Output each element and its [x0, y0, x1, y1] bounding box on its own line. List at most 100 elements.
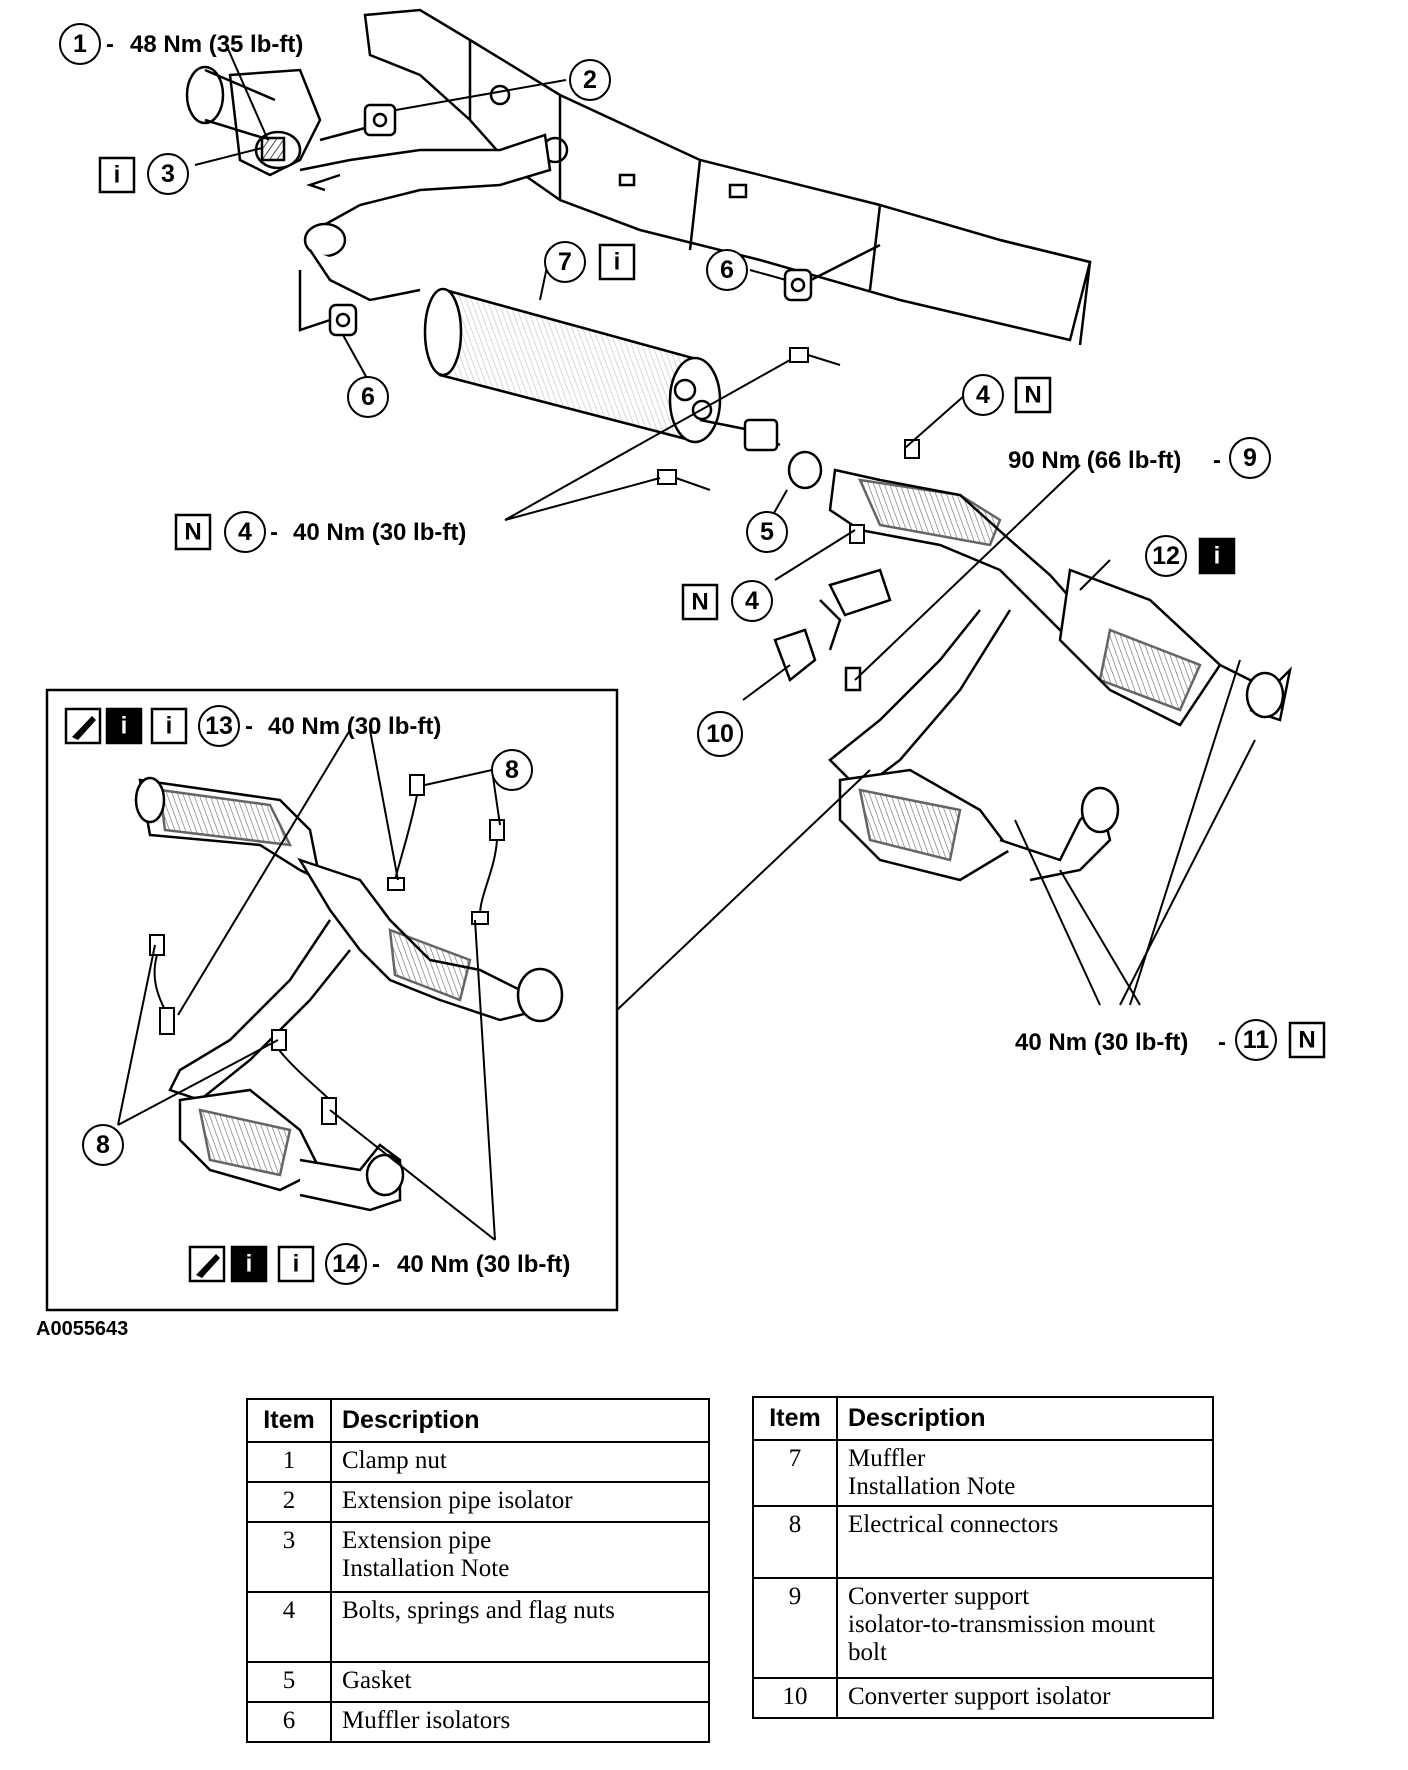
info-icon: i: [246, 1251, 253, 1278]
info-icon: i: [293, 1251, 300, 1278]
item-description: Muffler isolators: [330, 1701, 710, 1743]
item-number: 6: [246, 1701, 332, 1743]
svg-text:2: 2: [583, 66, 597, 94]
callout-3: i 3: [98, 153, 189, 195]
description-line: isolator-to-transmission mount: [848, 1611, 1156, 1638]
svg-text:6: 6: [720, 256, 734, 284]
inset-box: [45, 688, 619, 1312]
description-line: Converter support: [848, 1583, 1030, 1610]
item-description: Bolts, springs and flag nuts: [330, 1591, 710, 1663]
torque-label-11: 40 Nm (30 lb-ft): [1015, 1029, 1188, 1056]
muffler: [423, 287, 781, 447]
item-number: 8: [752, 1505, 838, 1579]
converter-pipe: [743, 418, 1293, 882]
callout-6b: 6: [347, 376, 389, 418]
info-icon: i: [166, 713, 173, 740]
info-icon: i: [1214, 543, 1221, 570]
svg-text:4: 4: [238, 518, 252, 546]
description-line: Bolts, springs and flag nuts: [342, 1597, 615, 1624]
item-number: 1: [246, 1441, 332, 1483]
torque-wrench-icon: [196, 1254, 220, 1278]
torque-label-1: 48 Nm (35 lb-ft): [130, 31, 303, 58]
callout-12: 12 i: [1145, 535, 1236, 577]
item-description: Converter support isolator: [836, 1677, 1214, 1719]
new-part-icon: N: [691, 589, 708, 616]
svg-text:5: 5: [760, 518, 774, 546]
svg-text:9: 9: [1243, 444, 1257, 472]
inset-sensors: [149, 774, 505, 1125]
callout-8a: 8: [491, 749, 533, 791]
description-line: Installation Note: [342, 1555, 510, 1582]
svg-text:8: 8: [505, 756, 519, 784]
svg-text:-: -: [270, 519, 278, 546]
torque-label-13: 40 Nm (30 lb-ft): [268, 713, 441, 740]
svg-text:4: 4: [745, 587, 759, 615]
callout-8b: 8: [82, 1124, 124, 1166]
item-description: Gasket: [330, 1661, 710, 1703]
svg-text:1: 1: [73, 30, 87, 58]
callout-13: i i 13 - 40 Nm (30 lb-ft): [64, 705, 441, 747]
item-description: Electrical connectors: [836, 1505, 1214, 1579]
callout-6a: 6: [706, 249, 748, 291]
isolator-2: [319, 103, 397, 142]
info-icon: i: [114, 162, 121, 189]
svg-text:8: 8: [96, 1131, 110, 1159]
svg-text:-: -: [245, 713, 253, 740]
torque-label-9: 90 Nm (66 lb-ft): [1008, 447, 1181, 474]
description-line: Converter support isolator: [848, 1683, 1111, 1710]
table-row: 10 Converter support isolator: [752, 1677, 1214, 1719]
header-description: Description: [836, 1396, 1214, 1441]
figure-id: A0055643: [36, 1318, 129, 1340]
description-line: bolt: [848, 1639, 887, 1666]
svg-text:6: 6: [361, 383, 375, 411]
item-number: 3: [246, 1521, 332, 1593]
svg-text:14: 14: [332, 1250, 360, 1278]
svg-text:7: 7: [558, 248, 572, 276]
description-line: Muffler: [848, 1445, 926, 1472]
info-icon: i: [614, 249, 621, 276]
item-number: 2: [246, 1481, 332, 1523]
inset-y-pipe: [134, 776, 564, 1212]
header-description: Description: [330, 1398, 710, 1443]
callout-5: 5: [746, 511, 788, 553]
muffler-isolators: [298, 243, 881, 337]
new-part-icon: N: [1298, 1027, 1315, 1054]
svg-text:4: 4: [976, 381, 990, 409]
svg-text:3: 3: [161, 160, 175, 188]
description-line: Gasket: [342, 1667, 412, 1694]
item-description: Clamp nut: [330, 1441, 710, 1483]
header-item: Item: [246, 1398, 332, 1443]
callout-7: 7 i: [544, 241, 636, 283]
svg-text:-: -: [372, 1251, 380, 1278]
item-number: 7: [752, 1439, 838, 1507]
clamp-1-3: [254, 130, 302, 170]
description-line: Clamp nut: [342, 1447, 447, 1474]
item-number: 9: [752, 1577, 838, 1679]
torque-label-4: 40 Nm (30 lb-ft): [293, 519, 466, 546]
callout-4a: 4 N: [962, 374, 1052, 416]
torque-wrench-icon: [72, 716, 96, 740]
item-number: 10: [752, 1677, 838, 1719]
new-part-icon: N: [1024, 382, 1041, 409]
callout-9: 90 Nm (66 lb-ft) - 9: [1008, 437, 1271, 479]
svg-text:10: 10: [706, 720, 734, 748]
item-number: 4: [246, 1591, 332, 1663]
item-description: Extension pipe isolator: [330, 1481, 710, 1523]
frame-rail: [363, 8, 1092, 346]
description-line: Extension pipe: [342, 1527, 492, 1554]
converter-support: [773, 568, 892, 692]
table-row: 1 Clamp nut: [246, 1441, 710, 1483]
table-row: 4 Bolts, springs and flag nuts: [246, 1591, 710, 1663]
svg-text:11: 11: [1243, 1026, 1270, 1054]
torque-label-14: 40 Nm (30 lb-ft): [397, 1251, 570, 1278]
svg-text:13: 13: [205, 712, 233, 740]
